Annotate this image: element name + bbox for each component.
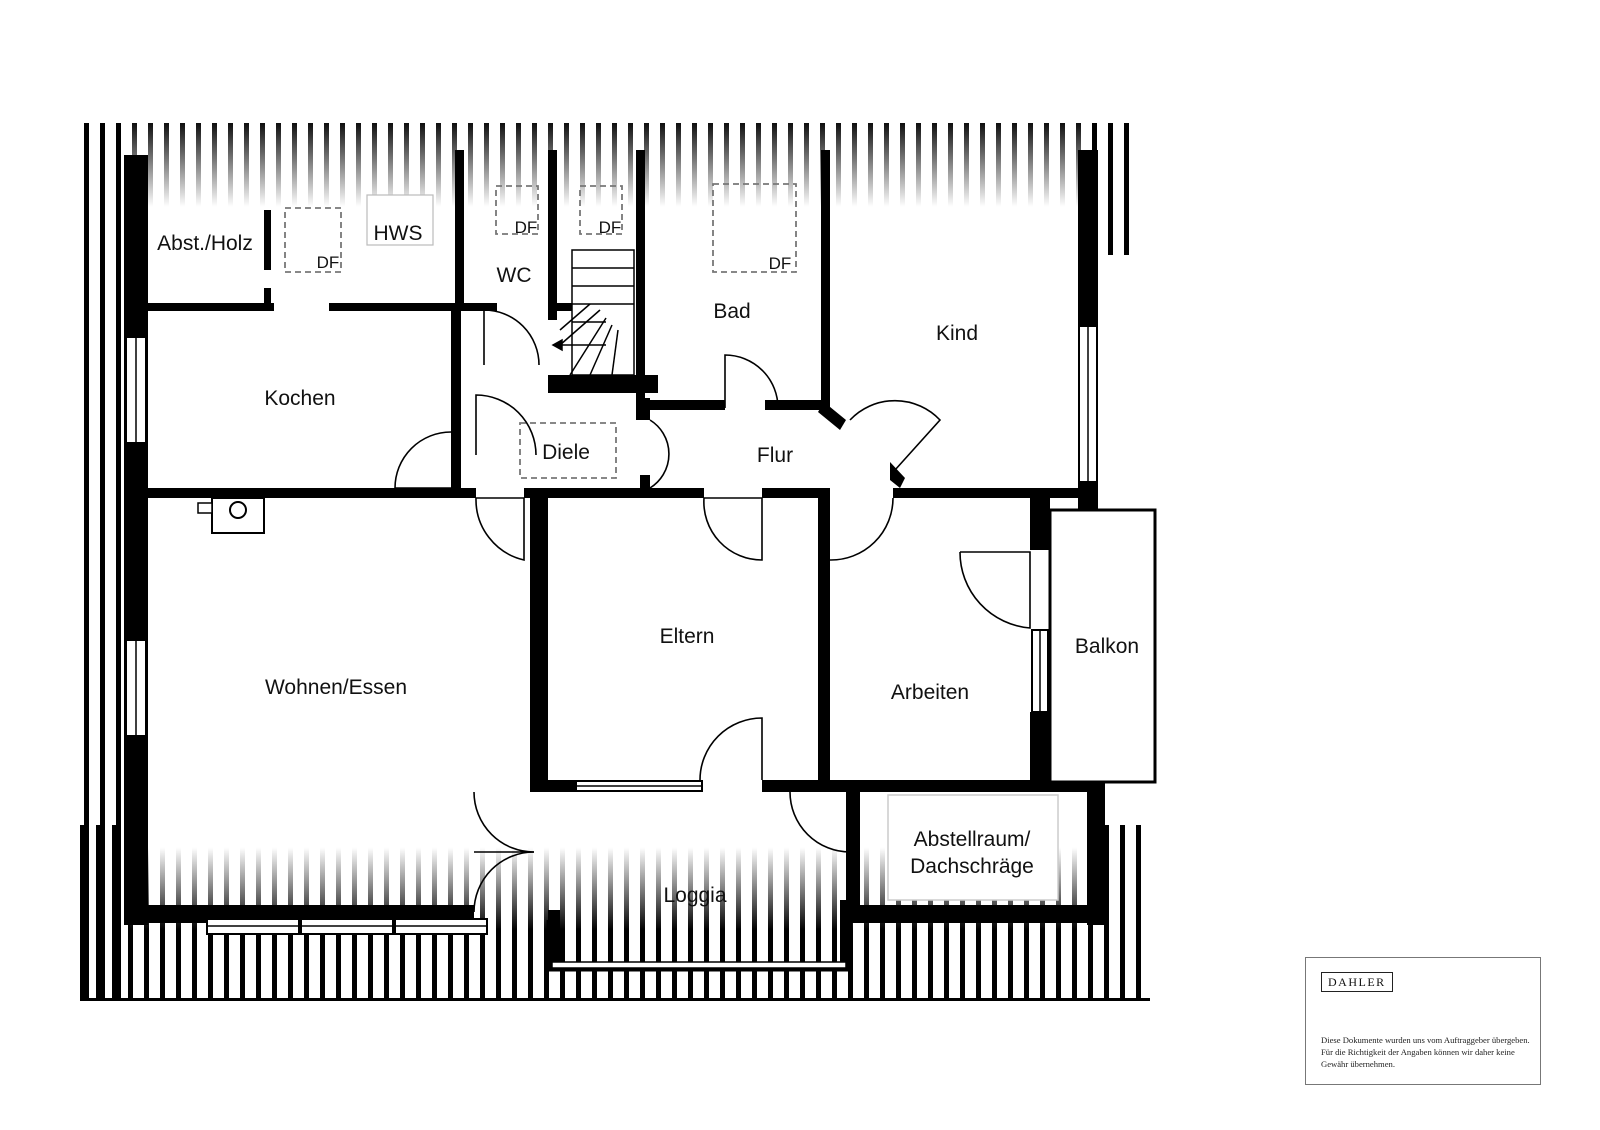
df-label-2: DF	[515, 218, 538, 237]
stove-icon	[155, 497, 265, 534]
staircase	[551, 249, 635, 376]
hatch-stripe	[100, 123, 105, 1000]
label-kind: Kind	[936, 322, 978, 345]
hatch-bottom-line	[80, 998, 1150, 1001]
abstellraum-box	[887, 794, 1059, 901]
window-left	[125, 336, 147, 737]
label-arbeiten: Arbeiten	[891, 681, 969, 704]
label-bad: Bad	[713, 300, 750, 323]
hatch-stripe	[1124, 123, 1129, 255]
hatch-stripe	[116, 123, 121, 1000]
label-wc: WC	[497, 264, 532, 287]
label-wohnen-essen: Wohnen/Essen	[265, 676, 407, 699]
skylights	[284, 183, 797, 479]
hatch-stripe	[1104, 825, 1109, 1000]
skylight-bad	[712, 183, 797, 273]
label-loggia: Loggia	[663, 884, 726, 907]
label-kochen: Kochen	[264, 387, 335, 410]
room-labels: Abst./Holz HWS WC Bad Kind Kochen Diele …	[157, 222, 1139, 907]
label-eltern: Eltern	[660, 625, 715, 648]
window-kind	[1078, 325, 1098, 483]
label-balkon: Balkon	[1075, 635, 1139, 658]
window-wohnen	[206, 918, 488, 935]
diele-marking	[519, 422, 617, 479]
skylight-wc	[495, 185, 539, 235]
interior-walls	[146, 150, 1102, 970]
df-label-1: DF	[317, 253, 340, 272]
window-arbeiten	[1031, 629, 1049, 713]
outer-walls	[124, 150, 1105, 925]
df-label-4: DF	[769, 254, 792, 273]
label-abstellraum-1: Abstellraum/	[914, 828, 1031, 851]
label-abstellraum-2: Dachschräge	[910, 855, 1034, 878]
label-diele: Diele	[542, 441, 590, 464]
brand-logo: DAHLER	[1321, 972, 1393, 992]
df-label-3: DF	[599, 218, 622, 237]
interior-mask	[130, 118, 1090, 930]
hatch-stripe	[1136, 825, 1141, 1000]
hatch-stripe	[112, 825, 117, 1000]
balkon-outline	[1048, 508, 1157, 784]
hws-unit	[366, 194, 434, 246]
hatch-stripe	[1120, 825, 1125, 1000]
window-eltern	[575, 780, 703, 792]
doors	[394, 309, 1031, 913]
skylight-labels: DF DF DF DF	[317, 218, 792, 273]
loggia-outline	[546, 920, 852, 972]
disclaimer-box: DAHLER Diese Dokumente wurden uns vom Au…	[1305, 957, 1541, 1085]
disclaimer-text: Diese Dokumente wurden uns vom Auftragge…	[1321, 1035, 1530, 1069]
hatch-stripe	[1108, 123, 1113, 255]
hatch-stripe	[80, 825, 85, 1000]
hatch-stripe	[96, 825, 101, 1000]
skylight-stair	[579, 185, 623, 235]
label-abst-holz: Abst./Holz	[157, 232, 253, 255]
label-flur: Flur	[757, 444, 793, 467]
label-hws: HWS	[374, 222, 423, 245]
loggia-rail	[551, 961, 847, 969]
hatch-stripe	[84, 123, 89, 1000]
